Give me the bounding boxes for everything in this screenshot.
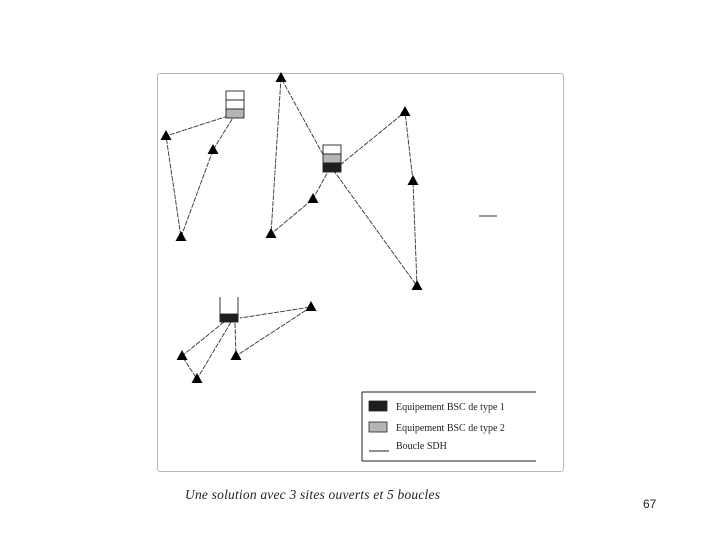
legend-label-sdh: Boucle SDH: [396, 441, 447, 452]
site-node-icon: [307, 193, 319, 203]
page-number: 67: [643, 497, 657, 511]
bsc-site-c: [219, 297, 239, 323]
legend-swatch-type1: [368, 400, 388, 412]
site-node-icon: [191, 373, 203, 383]
sdh-loop-c2: [234, 306, 312, 357]
sdh-loop-a: [165, 115, 235, 238]
diagram-frame: [157, 73, 564, 472]
site-node-icon: [411, 280, 423, 290]
site-node-icon: [399, 106, 411, 116]
site-node-icon: [176, 350, 188, 360]
legend-label-type2: Equipement BSC de type 2: [396, 423, 505, 434]
site-node-icon: [160, 130, 172, 140]
legend-label-type1: Equipement BSC de type 1: [396, 402, 505, 413]
site-node-icon: [305, 301, 317, 311]
site-node-icon: [407, 175, 419, 185]
site-node-icon: [175, 231, 187, 241]
bsc-site-b: [322, 144, 342, 173]
sdh-loop-c1: [181, 321, 232, 380]
site-node-icon: [230, 350, 242, 360]
sdh-loop-b2: [333, 111, 418, 288]
site-node-icon: [207, 144, 219, 154]
sdh-loop-b1: [270, 76, 332, 236]
figure-caption: Une solution avec 3 sites ouverts et 5 b…: [185, 487, 441, 502]
site-node-icon: [275, 72, 287, 82]
bsc-site-a: [225, 90, 245, 119]
legend-swatch-type2: [368, 421, 388, 433]
site-node-icon: [265, 228, 277, 238]
legend: Equipement BSC de type 1 Equipement BSC …: [361, 391, 536, 462]
